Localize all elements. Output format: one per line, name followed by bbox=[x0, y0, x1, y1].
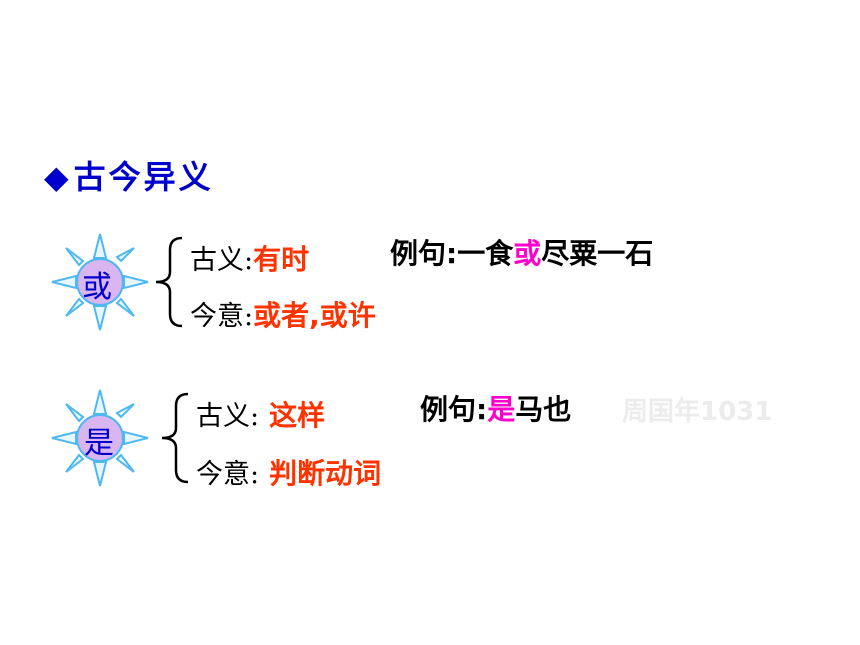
modern-meaning: 或者,或许 bbox=[253, 299, 376, 332]
modern-row: 今意:或者,或许 bbox=[190, 294, 376, 334]
modern-label: 今意: bbox=[190, 301, 254, 332]
curly-brace-icon bbox=[161, 392, 189, 484]
example-label: 例句: bbox=[390, 237, 458, 270]
sun-badge-icon bbox=[51, 389, 149, 487]
diamond-bullet-icon: ◆ bbox=[44, 158, 72, 196]
sun-badge-icon bbox=[51, 233, 149, 331]
ancient-label: 古义: bbox=[196, 401, 260, 432]
example-sentence: 例句:是马也 bbox=[420, 388, 571, 428]
heading-text: 古今异义 bbox=[73, 158, 214, 196]
example-post: 尽粟一石 bbox=[541, 237, 654, 270]
modern-label: 今意: bbox=[196, 459, 260, 490]
curly-brace-icon bbox=[155, 236, 183, 328]
example-label: 例句: bbox=[420, 393, 488, 426]
ancient-meaning: 这样 bbox=[269, 399, 326, 432]
modern-row: 今意: 判断动词 bbox=[196, 452, 381, 492]
example-sentence: 例句:一食或尽粟一石 bbox=[390, 232, 653, 272]
example-post: 马也 bbox=[515, 393, 572, 426]
example-highlight: 是 bbox=[487, 393, 516, 426]
ancient-row: 古义:有时 bbox=[190, 238, 309, 278]
ancient-label: 古义: bbox=[190, 245, 254, 276]
section-heading: ◆古今异义 bbox=[44, 152, 214, 198]
watermark: 周国年1031 bbox=[622, 397, 773, 427]
modern-meaning: 判断动词 bbox=[269, 457, 382, 490]
badge-char: 是 bbox=[84, 426, 114, 461]
example-pre: 一食 bbox=[457, 237, 514, 270]
badge-char: 或 bbox=[82, 270, 112, 305]
ancient-meaning: 有时 bbox=[253, 243, 310, 276]
ancient-row: 古义: 这样 bbox=[196, 394, 325, 434]
example-highlight: 或 bbox=[513, 237, 542, 270]
